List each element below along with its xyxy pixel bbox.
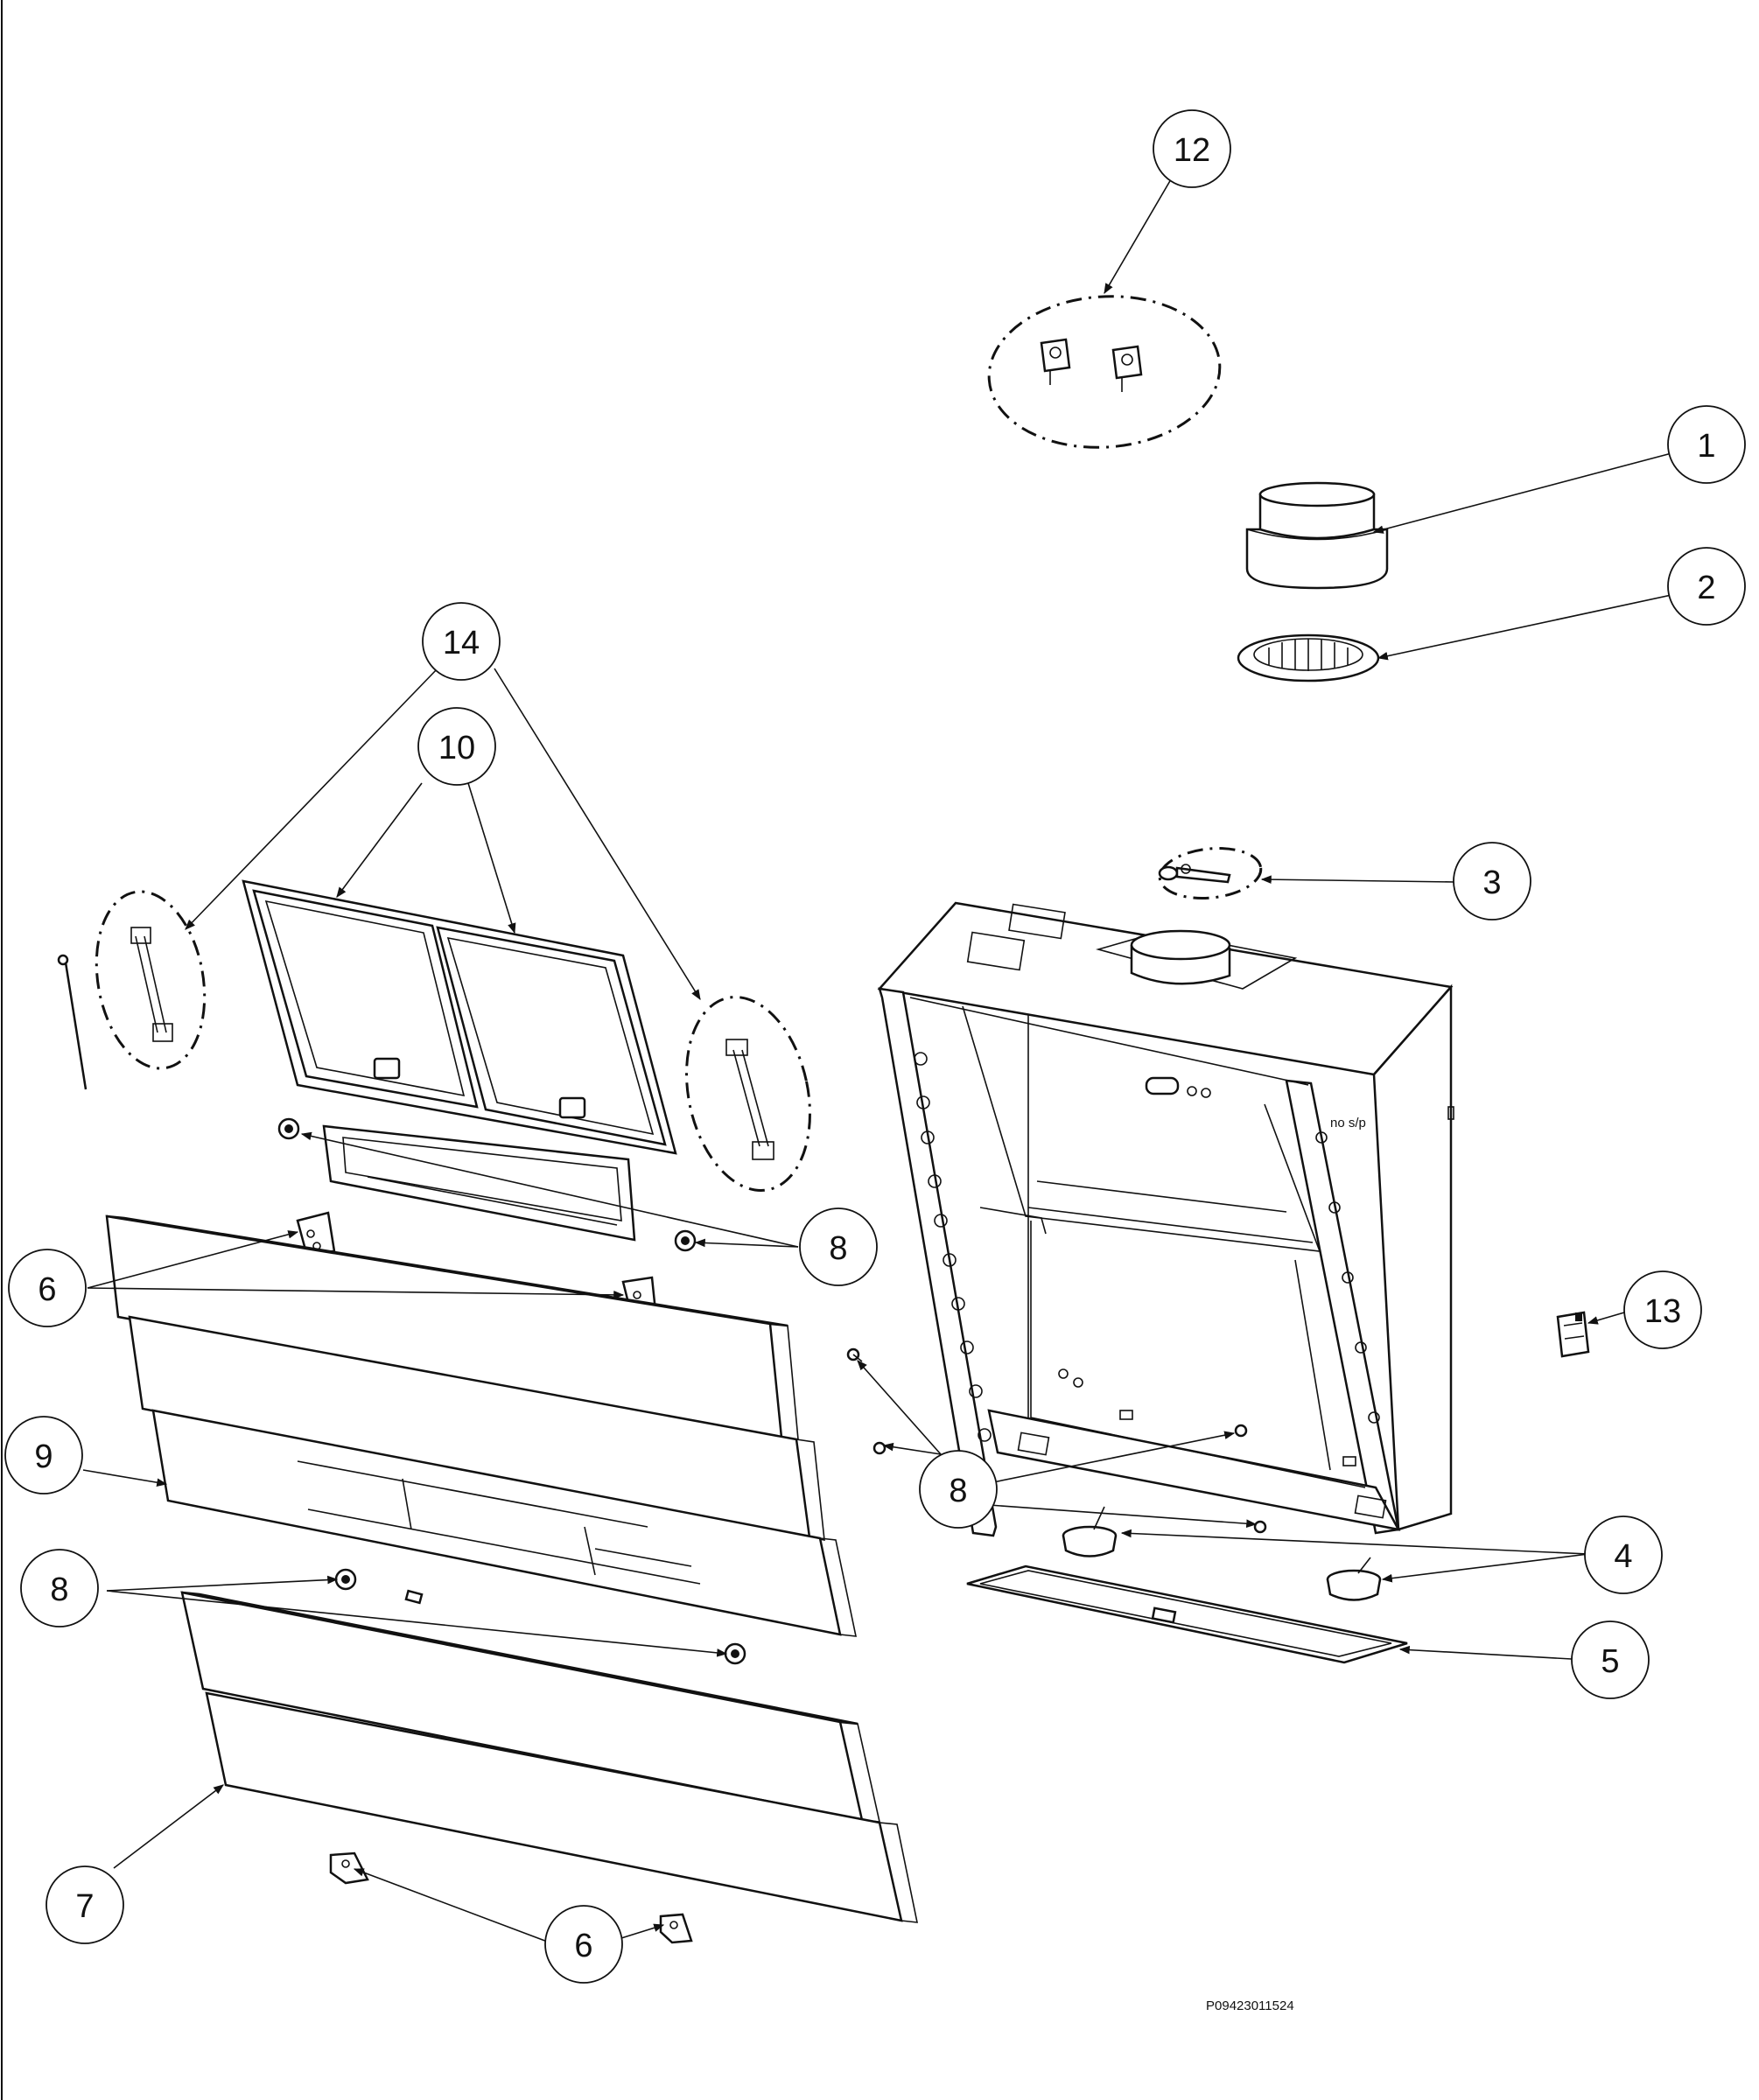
callout-6-lower: 6	[544, 1905, 623, 1984]
part-8-knob-upper-left	[277, 1117, 300, 1140]
svg-text:8: 8	[829, 1230, 847, 1267]
part-1-duct-collar	[1245, 481, 1389, 590]
part-14-gas-strut-left	[57, 890, 207, 1090]
svg-text:13: 13	[1644, 1293, 1681, 1330]
part-5-bottom-filter	[966, 1564, 1408, 1664]
trim-rail	[322, 1124, 636, 1242]
part-2-backdraft-grille	[1237, 634, 1380, 682]
part-8-screw-left	[846, 1348, 887, 1455]
callout-14: 14	[422, 602, 501, 681]
svg-text:1: 1	[1697, 428, 1715, 465]
svg-text:14: 14	[443, 625, 480, 662]
svg-text:6: 6	[38, 1271, 56, 1308]
svg-text:2: 2	[1697, 570, 1715, 606]
callout-3: 3	[1453, 842, 1531, 920]
callout-6-upper: 6	[8, 1249, 87, 1327]
bracket-icon	[1040, 338, 1071, 385]
callout-8-upper: 8	[799, 1208, 878, 1286]
part-4-lamp-left	[1062, 1506, 1118, 1558]
svg-text:10: 10	[438, 730, 475, 766]
svg-text:6: 6	[574, 1928, 592, 1964]
callout-9: 9	[4, 1416, 83, 1494]
callout-12: 12	[1153, 109, 1231, 188]
svg-text:7: 7	[75, 1888, 94, 1925]
callout-4: 4	[1584, 1516, 1663, 1594]
part-10-grease-filters	[242, 879, 677, 1155]
callout-7: 7	[46, 1866, 124, 1944]
callout-10: 10	[417, 707, 496, 786]
callout-8-middle: 8	[919, 1450, 998, 1529]
svg-text:4: 4	[1614, 1538, 1632, 1575]
part-13-switch-module	[1556, 1311, 1590, 1358]
part-7-front-panel-lower-2	[205, 1691, 919, 1923]
callout-13: 13	[1623, 1270, 1702, 1349]
svg-text:8: 8	[50, 1572, 68, 1608]
leader-lines	[82, 178, 1672, 1943]
callout-1: 1	[1667, 405, 1746, 484]
svg-text:3: 3	[1482, 864, 1501, 901]
part-9-front-panel-control	[151, 1409, 858, 1637]
svg-text:9: 9	[34, 1438, 53, 1475]
callout-2: 2	[1667, 547, 1746, 626]
part-12-mounting-brackets	[987, 295, 1222, 449]
svg-text:12: 12	[1174, 132, 1210, 169]
part-4-lamp-right	[1326, 1557, 1382, 1601]
hood-body	[877, 901, 1454, 1537]
callout-5: 5	[1571, 1620, 1650, 1699]
bracket-icon	[1111, 345, 1143, 392]
drawing-code: P09423011524	[1206, 1998, 1294, 2013]
part-8-knob-upper-right	[674, 1229, 697, 1252]
part-3-clip-set	[1158, 847, 1263, 900]
svg-text:5: 5	[1601, 1643, 1619, 1680]
callout-8-lower: 8	[20, 1549, 99, 1628]
part-14-gas-strut-right	[685, 996, 811, 1192]
svg-text:8: 8	[949, 1473, 967, 1509]
no-sp-note: no s/p	[1330, 1116, 1366, 1130]
